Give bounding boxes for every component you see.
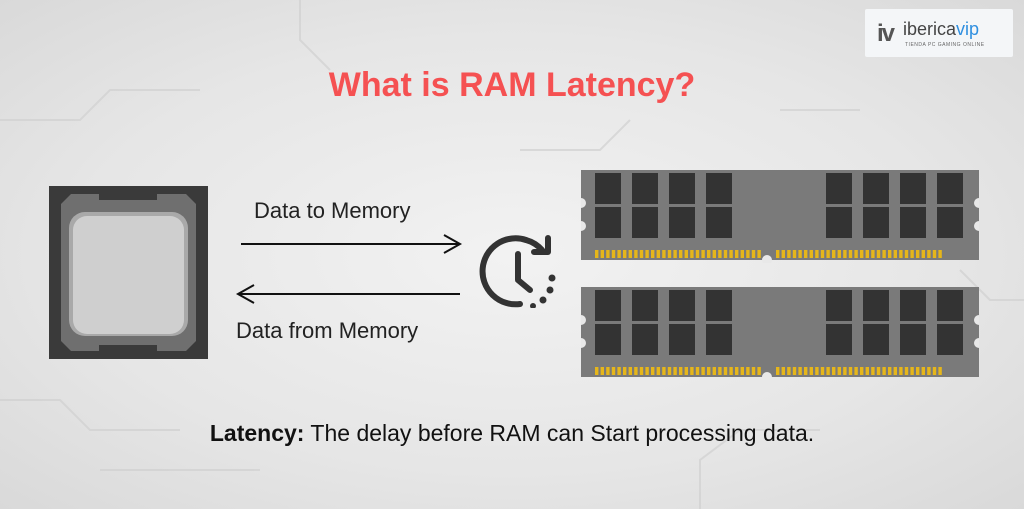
- arrow-right-icon: [241, 234, 463, 254]
- data-to-memory-label: Data to Memory: [254, 198, 411, 223]
- latency-text: The delay before RAM can Start processin…: [304, 420, 815, 446]
- latency-definition: Latency: The delay before RAM can Start …: [0, 420, 1024, 447]
- brand-logo[interactable]: iv ibericavip TIENDA PC GAMING ONLINE: [865, 9, 1013, 57]
- cpu-chip-icon: [49, 186, 208, 359]
- logo-tagline: TIENDA PC GAMING ONLINE: [905, 42, 985, 48]
- data-from-memory-label: Data from Memory: [236, 318, 419, 343]
- logo-brand: ibericavip: [903, 19, 980, 39]
- page-title: What is RAM Latency?: [328, 66, 696, 104]
- latency-term: Latency:: [209, 420, 305, 446]
- arrow-left-icon: [235, 284, 460, 304]
- ram-module-icon: [581, 170, 979, 263]
- ram-module-icon: [581, 287, 979, 380]
- logo-mark: iv: [877, 20, 895, 47]
- clock-delay-icon: [479, 235, 556, 308]
